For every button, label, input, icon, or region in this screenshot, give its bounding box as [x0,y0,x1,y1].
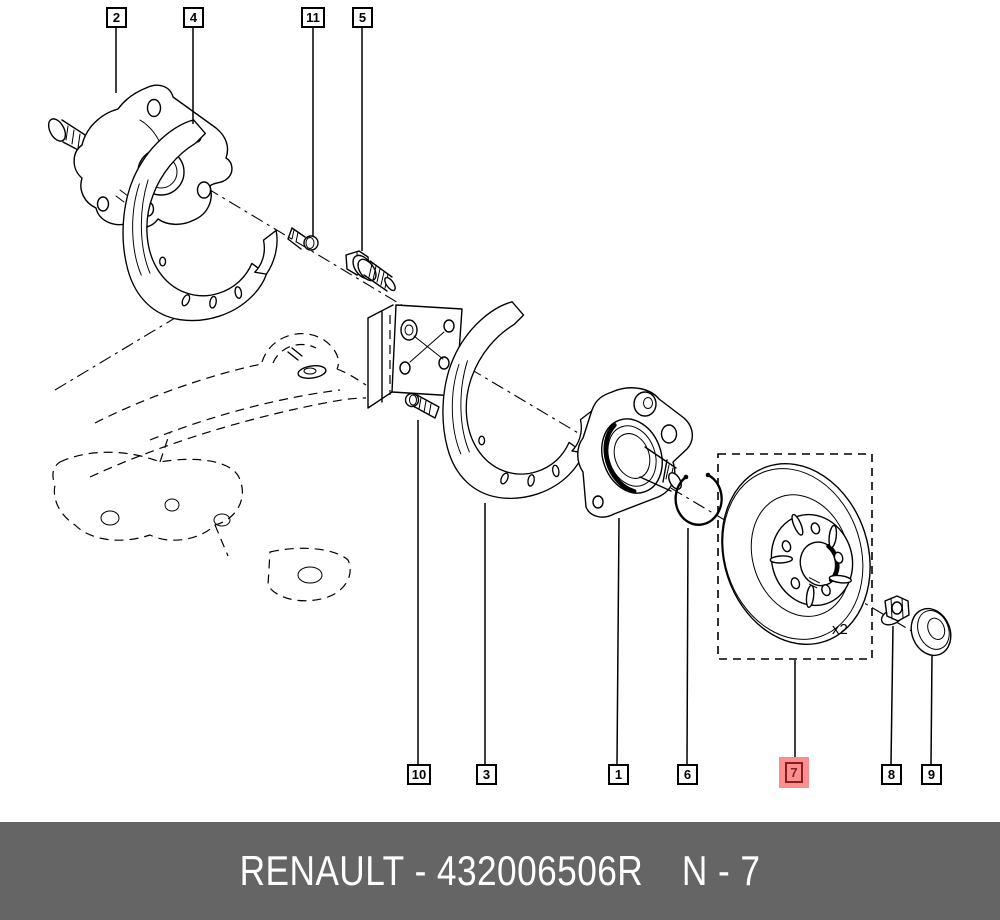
callout-3[interactable]: 3 [476,764,497,785]
part-6-circlip-drawing [674,472,723,526]
page-reference: N - 7 [681,847,761,894]
brand-name: RENAULT [239,847,405,894]
rear-axle-reference-drawing [52,304,463,602]
quantity-note: x2 [832,621,848,638]
part-10-screw-drawing [404,392,440,419]
callout-9[interactable]: 9 [921,764,942,785]
exploded-parts-diagram [47,27,952,765]
part-7-brake-disc-drawing [721,463,871,645]
callout-4[interactable]: 4 [183,7,204,28]
callout-6[interactable]: 6 [677,764,698,785]
callout-11[interactable]: 11 [301,7,325,28]
part-8-hub-nut-drawing [880,595,910,626]
callout-8[interactable]: 8 [881,764,902,785]
part-1-hub-carrier-drawing [577,387,693,518]
brand-part-separator: - [414,847,427,894]
part-9-grease-cap-drawing [910,607,952,657]
callout-2[interactable]: 2 [106,7,127,28]
part-number: 432006506R [436,847,644,894]
part-7-group-box [717,453,873,660]
part-5-bolt-drawing [345,250,396,292]
callout-7[interactable]: 7 [785,762,803,783]
leader-lines [115,27,933,765]
part-11-screw-drawing [287,227,319,251]
callout-5[interactable]: 5 [352,7,373,28]
callout-10[interactable]: 10 [407,764,431,785]
footer-bar: RENAULT - 432006506R N - 7 [0,822,1000,920]
callout-7-highlight[interactable]: 7 [779,757,809,788]
callout-1[interactable]: 1 [608,764,629,785]
part-reference: RENAULT - 432006506R [240,850,644,892]
